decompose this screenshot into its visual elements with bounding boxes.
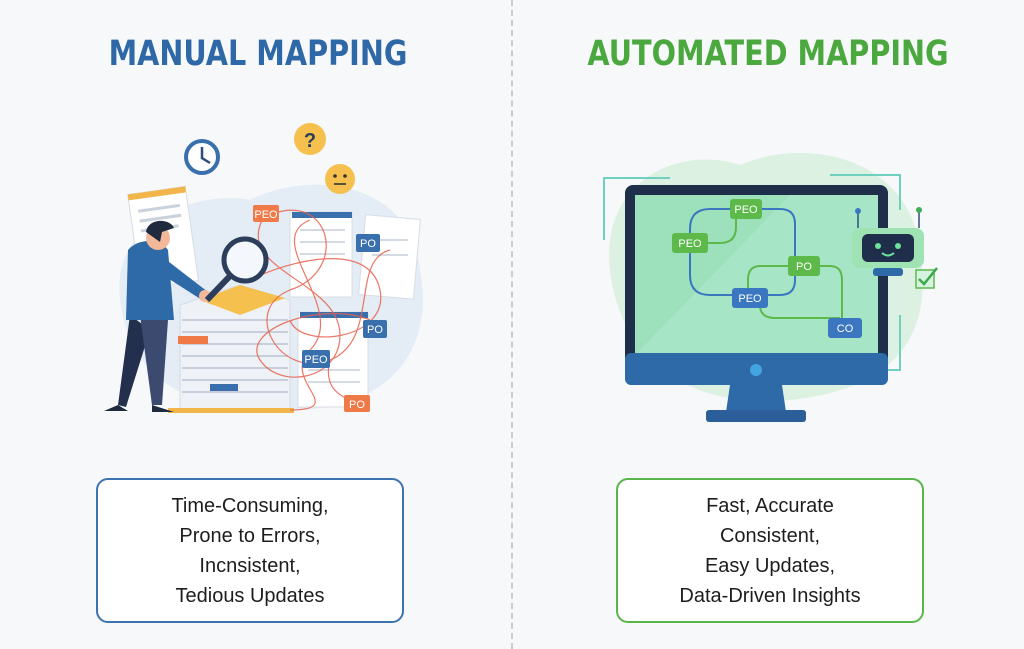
person-with-magnifier — [104, 220, 269, 412]
tag-peo: PEO — [302, 350, 330, 368]
manual-mapping-illustration: ? — [104, 123, 423, 413]
drawback-item: Prone to Errors, — [179, 524, 321, 547]
svg-text:CO: CO — [837, 323, 854, 335]
node-co: CO — [828, 318, 862, 338]
node-peo: PEO — [730, 199, 762, 219]
benefit-item: Data-Driven Insights — [679, 584, 861, 607]
paper-stack — [168, 284, 294, 413]
svg-text:PO: PO — [796, 261, 812, 273]
svg-text:PO: PO — [367, 324, 383, 336]
tag-peo: PEO — [253, 205, 279, 222]
svg-text:?: ? — [304, 130, 316, 152]
benefit-item: Fast, Accurate — [706, 494, 834, 517]
node-peo: PEO — [672, 233, 708, 253]
drawback-item: Time-Consuming, — [171, 494, 329, 517]
benefit-item: Easy Updates, — [704, 554, 836, 577]
drawback-item: Incnsistent, — [199, 554, 301, 577]
node-peo: PEO — [732, 288, 768, 308]
benefit-item: Consistent, — [719, 524, 821, 547]
checkbox-check-icon — [915, 267, 938, 289]
automated-mapping-illustration: PEO PEO PO PEO CO — [603, 152, 938, 422]
svg-text:PO: PO — [349, 399, 365, 411]
svg-text:PEO: PEO — [254, 209, 278, 221]
tag-po: PO — [356, 234, 380, 252]
svg-text:PEO: PEO — [678, 238, 702, 250]
svg-text:PEO: PEO — [734, 204, 758, 216]
tag-po: PO — [344, 395, 370, 412]
manual-mapping-title: MANUAL MAPPING — [108, 34, 408, 74]
svg-text:PEO: PEO — [304, 354, 328, 366]
manual-mapping-drawbacks: Time-Consuming, Prone to Errors, Incnsis… — [96, 478, 404, 623]
svg-text:PEO: PEO — [738, 293, 762, 305]
drawback-item: Tedious Updates — [175, 584, 325, 607]
neutral-face-icon — [325, 164, 355, 194]
robot-icon — [852, 207, 924, 276]
automated-mapping-title: AUTOMATED MAPPING — [587, 34, 949, 74]
question-icon: ? — [294, 123, 326, 155]
center-divider — [511, 0, 513, 649]
tag-po: PO — [363, 320, 387, 338]
automated-mapping-benefits: Fast, Accurate Consistent, Easy Updates,… — [616, 478, 924, 623]
clock-icon — [184, 139, 220, 175]
svg-text:PO: PO — [360, 238, 376, 250]
node-po: PO — [788, 256, 820, 276]
